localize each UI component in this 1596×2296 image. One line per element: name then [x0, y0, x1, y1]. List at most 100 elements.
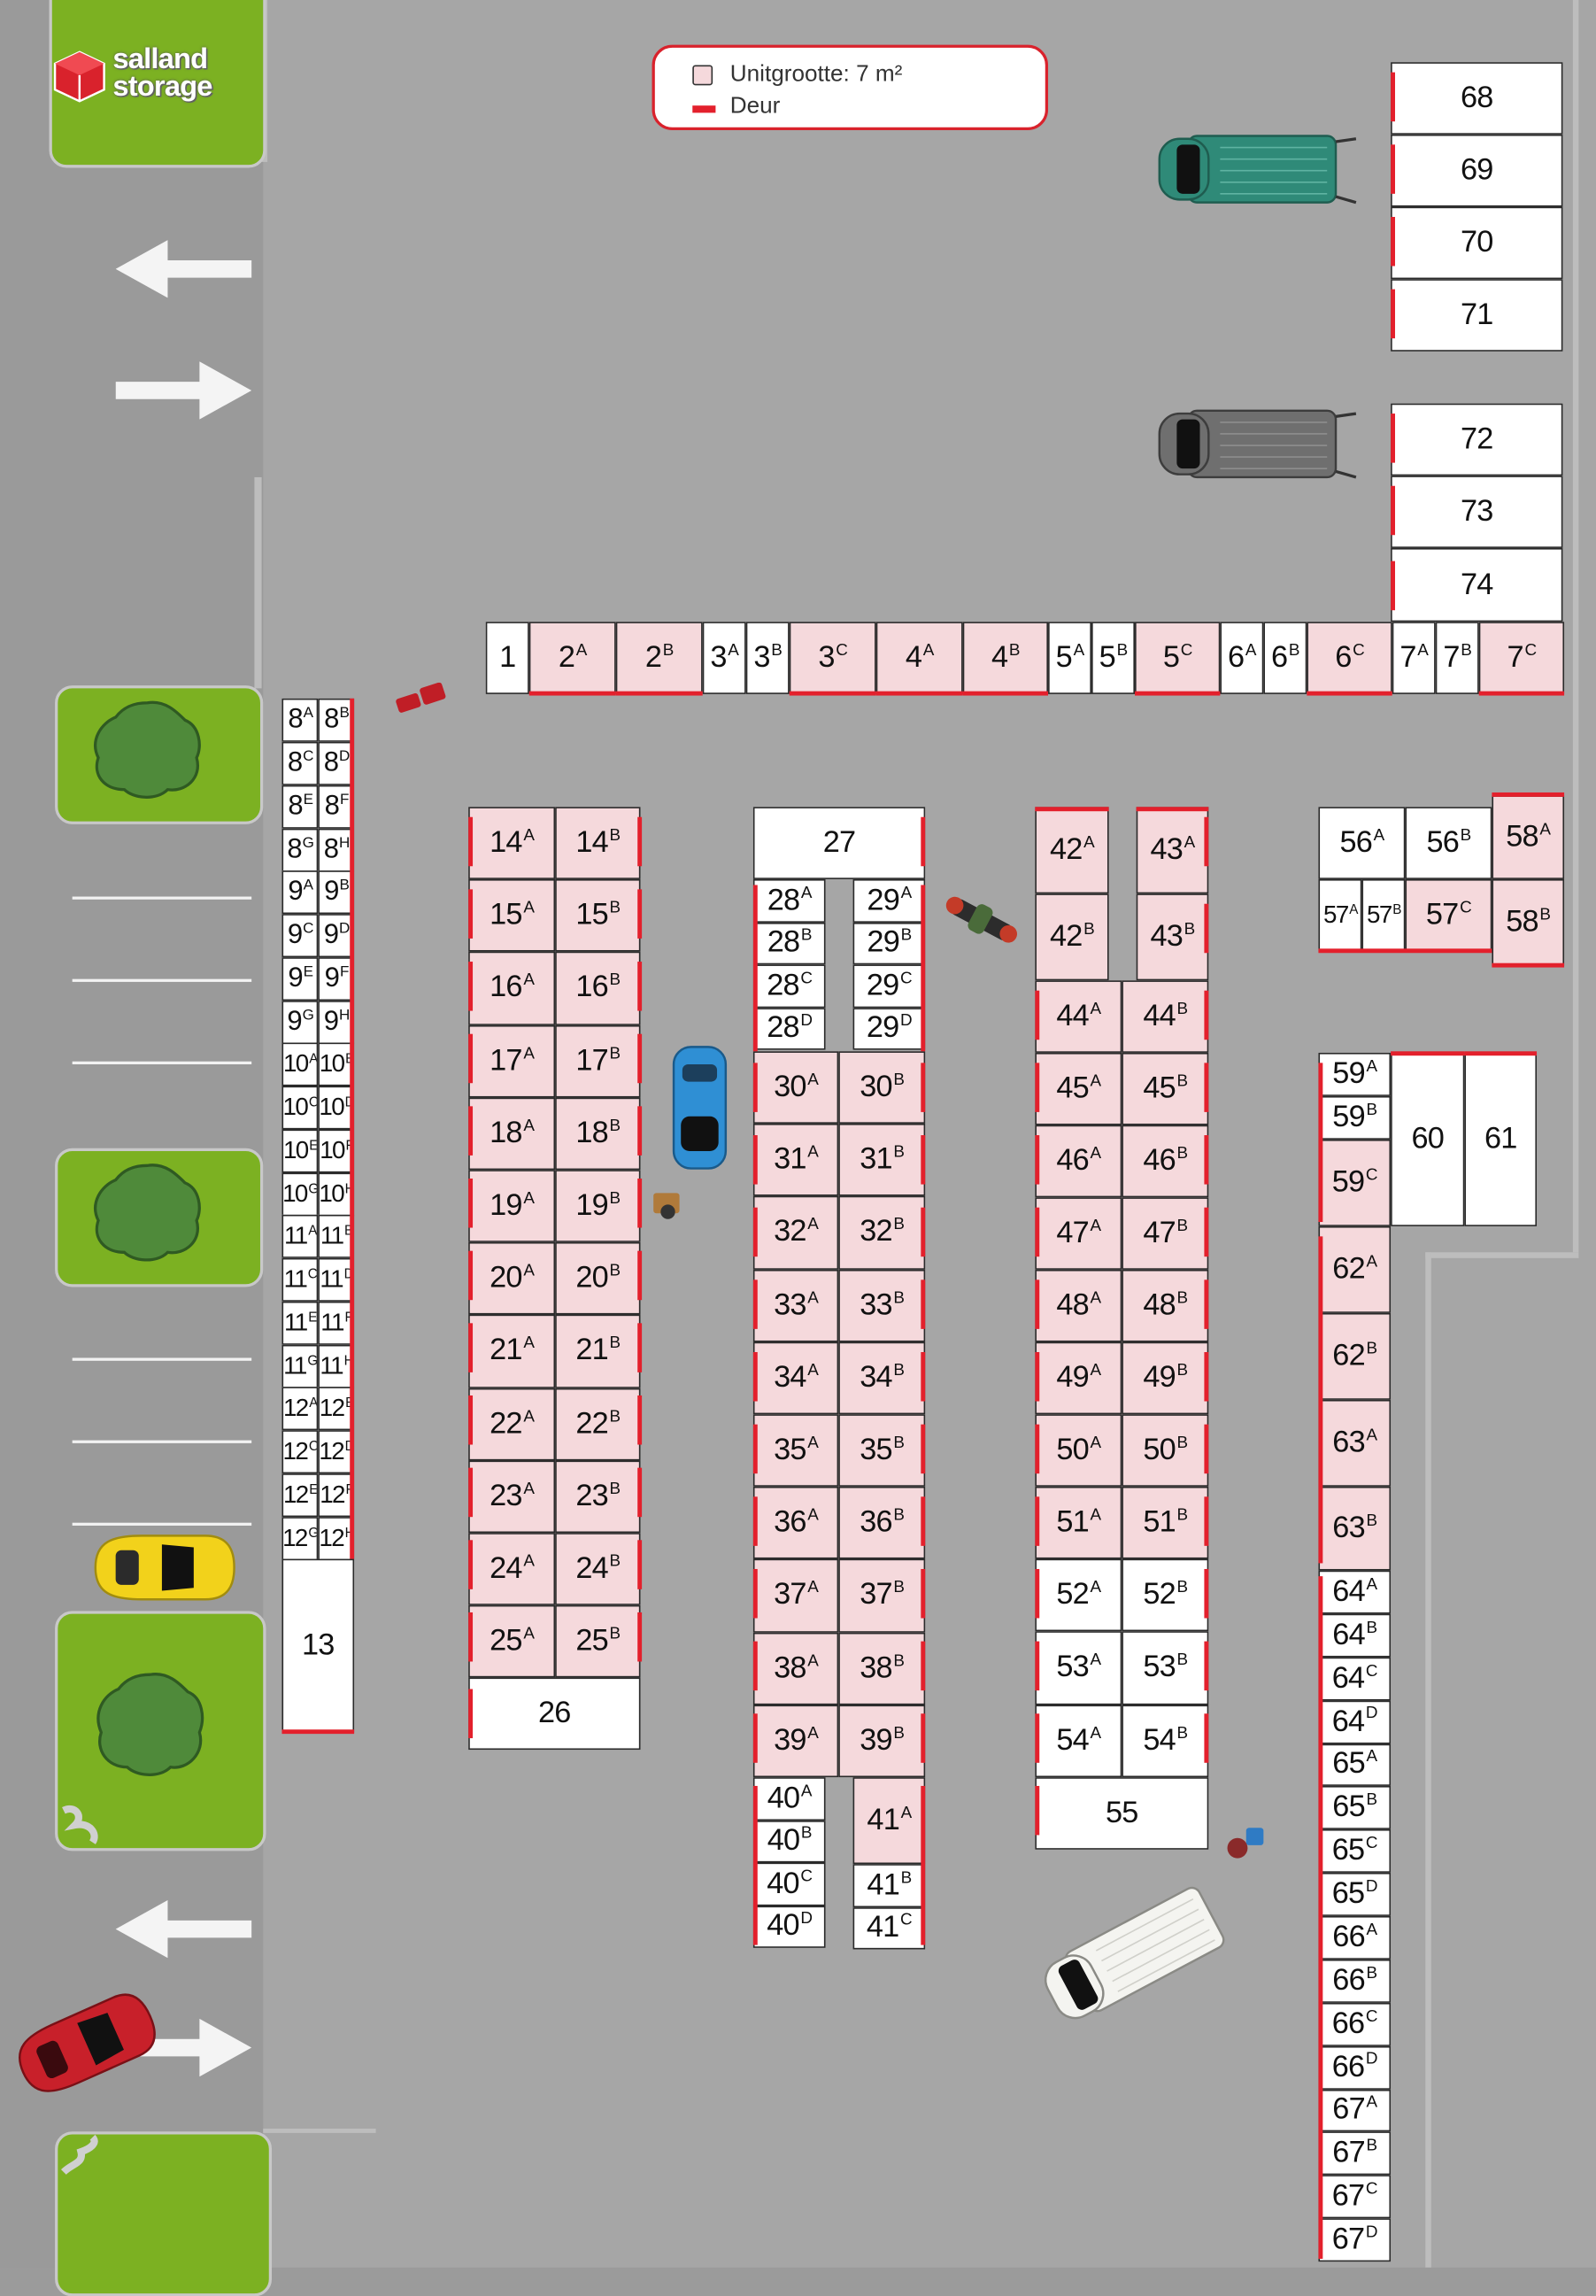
storage-unit-69[interactable]: 69 [1391, 134, 1563, 207]
storage-unit-72[interactable]: 72 [1391, 403, 1563, 476]
storage-unit-10h[interactable]: 10H [318, 1172, 355, 1217]
storage-unit-12h[interactable]: 12H [318, 1517, 355, 1561]
storage-unit-10f[interactable]: 10F [318, 1129, 355, 1173]
storage-unit-61[interactable]: 61 [1464, 1052, 1538, 1226]
storage-unit-68[interactable]: 68 [1391, 62, 1563, 135]
storage-unit-10d[interactable]: 10D [318, 1086, 355, 1130]
storage-unit-73[interactable]: 73 [1391, 475, 1563, 548]
storage-unit-74[interactable]: 74 [1391, 547, 1563, 622]
storage-unit-60[interactable]: 60 [1391, 1052, 1465, 1226]
storage-unit-10b[interactable]: 10B [318, 1042, 355, 1086]
storage-unit-71[interactable]: 71 [1391, 279, 1563, 352]
